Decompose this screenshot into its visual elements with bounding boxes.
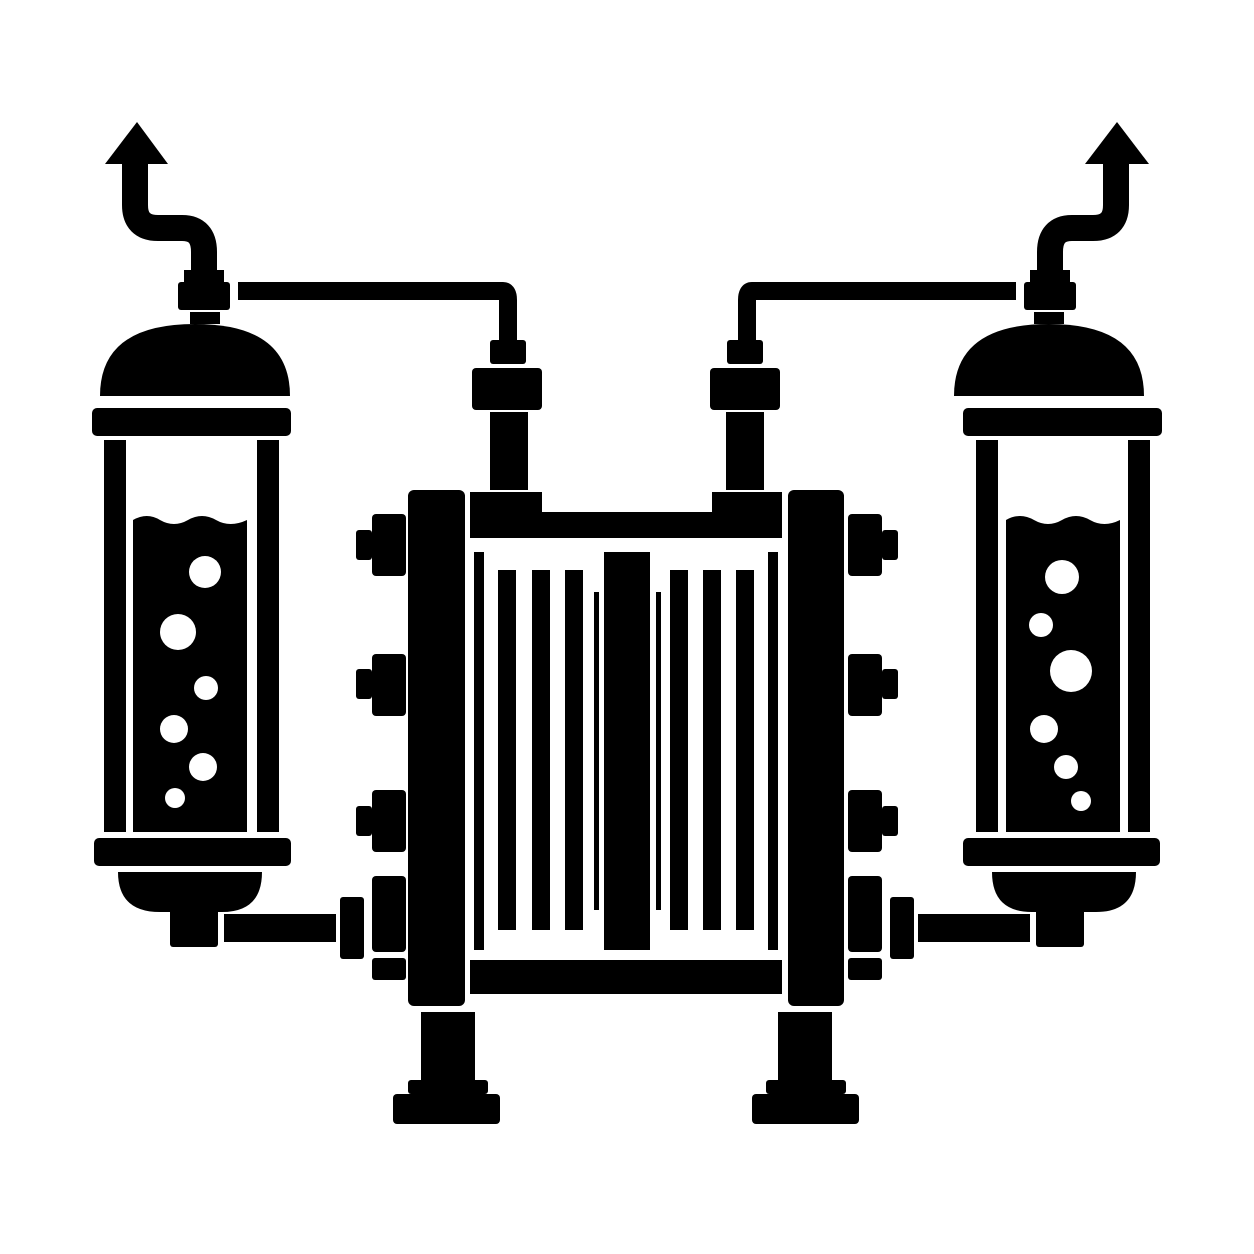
right-tank-bubbles	[1029, 560, 1092, 811]
left-gas-outlet-arrow-icon	[105, 122, 217, 272]
bottom-connection-pipes	[224, 897, 1030, 959]
stack-bolts-left	[356, 514, 406, 980]
stack-bolts-right	[848, 514, 898, 980]
left-tank-bubbles	[160, 556, 221, 808]
right-gas-separator-tank-icon	[954, 270, 1162, 947]
stack-top-nozzles	[472, 340, 780, 490]
right-gas-outlet-arrow-icon	[1037, 122, 1149, 272]
top-connection-pipes	[238, 282, 1016, 340]
stack-support-legs	[393, 1012, 859, 1124]
left-gas-separator-tank-icon	[92, 270, 291, 947]
electrolyzer-cell-stack-icon	[408, 490, 844, 1006]
